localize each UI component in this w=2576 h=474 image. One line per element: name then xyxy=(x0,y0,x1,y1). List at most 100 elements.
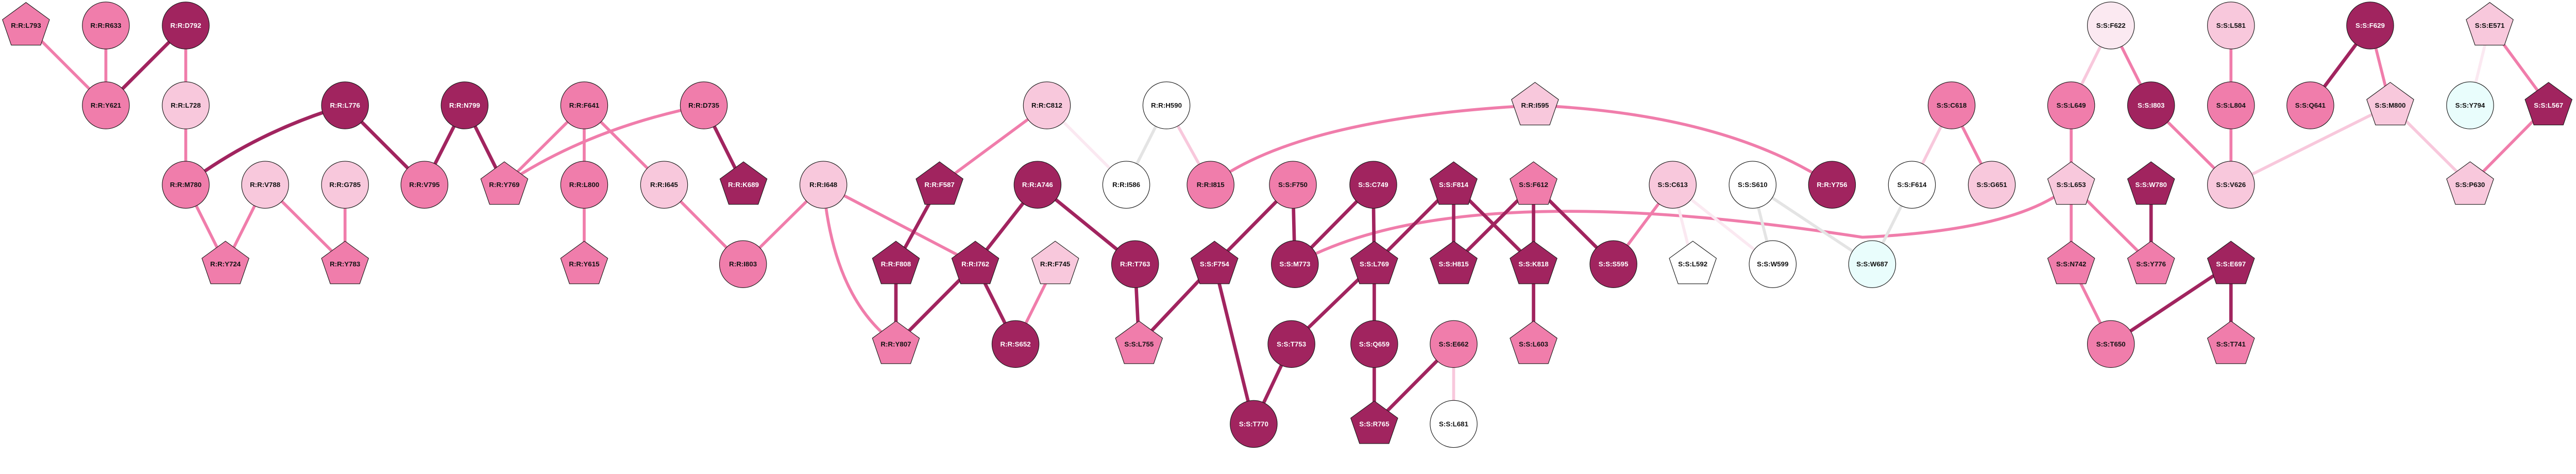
pentagon-node-shape xyxy=(1510,161,1557,205)
residue-node[interactable]: R:R:T763 xyxy=(1111,240,1159,288)
residue-node[interactable]: R:R:Y621 xyxy=(82,81,130,129)
residue-node[interactable]: S:S:L592 xyxy=(1669,241,1717,284)
pentagon-node-shape xyxy=(2446,161,2494,205)
pentagon-node-shape xyxy=(719,161,768,205)
pentagon-node-shape xyxy=(916,161,963,205)
residue-node[interactable]: R:R:L800 xyxy=(560,161,608,209)
residue-node[interactable]: R:R:I645 xyxy=(640,161,688,209)
residue-node[interactable]: S:S:E662 xyxy=(1430,320,1478,368)
circle-node-shape xyxy=(1749,240,1797,288)
residue-node[interactable]: R:R:D735 xyxy=(680,81,728,129)
residue-node[interactable]: R:R:C812 xyxy=(1023,81,1071,129)
residue-node[interactable]: S:S:T753 xyxy=(1267,320,1315,368)
residue-node[interactable]: R:R:R633 xyxy=(82,2,130,49)
residue-node[interactable]: R:R:F808 xyxy=(872,241,920,284)
residue-node[interactable]: S:S:Y794 xyxy=(2446,81,2494,129)
residue-node[interactable]: R:R:Y756 xyxy=(1808,161,1856,209)
interaction-edge xyxy=(2110,262,2232,346)
pentagon-node-shape xyxy=(2127,161,2175,205)
residue-node[interactable]: R:R:Y724 xyxy=(201,241,249,284)
residue-node[interactable]: R:R:L793 xyxy=(2,2,50,46)
circle-node-shape xyxy=(2047,81,2095,129)
circle-node-shape xyxy=(1848,240,1896,288)
residue-node[interactable]: R:R:N799 xyxy=(440,81,489,129)
interaction-edge xyxy=(822,183,976,266)
residue-node[interactable]: S:S:V626 xyxy=(2207,161,2255,209)
interaction-edge xyxy=(1752,183,1873,266)
residue-node[interactable]: S:S:L603 xyxy=(1510,320,1557,364)
residue-node[interactable]: S:S:F814 xyxy=(1430,161,1478,205)
residue-node[interactable]: R:R:I803 xyxy=(719,240,767,288)
residue-node[interactable]: S:S:L567 xyxy=(2524,82,2573,126)
residue-node[interactable]: S:S:C613 xyxy=(1649,161,1697,209)
circle-node-shape xyxy=(1013,161,1062,209)
circle-node-shape xyxy=(1808,161,1856,209)
residue-node[interactable]: S:S:C618 xyxy=(1927,81,1976,129)
residue-node[interactable]: R:R:I595 xyxy=(1511,82,1559,126)
circle-node-shape xyxy=(719,240,767,288)
residue-node[interactable]: S:S:T650 xyxy=(2087,320,2135,368)
residue-node[interactable]: S:S:Q659 xyxy=(1350,320,1398,368)
residue-node[interactable]: S:S:L681 xyxy=(1430,400,1478,448)
circle-node-shape xyxy=(1888,161,1936,209)
residue-node[interactable]: R:R:G785 xyxy=(321,161,369,209)
residue-node[interactable]: R:R:I648 xyxy=(799,161,848,209)
circle-node-shape xyxy=(241,161,289,209)
pentagon-node-shape xyxy=(1511,82,1559,126)
residue-node[interactable]: S:S:S595 xyxy=(1589,240,1637,288)
residue-node[interactable]: S:S:F612 xyxy=(1510,161,1557,205)
circle-node-shape xyxy=(1728,161,1777,209)
residue-node[interactable]: R:R:F641 xyxy=(560,81,608,129)
residue-node[interactable]: S:S:I803 xyxy=(2127,81,2175,129)
residue-node[interactable]: S:S:L653 xyxy=(2047,161,2095,205)
residue-node[interactable]: R:R:I815 xyxy=(1187,161,1234,209)
residue-node[interactable]: R:R:V795 xyxy=(400,161,449,209)
residue-node[interactable]: S:S:M800 xyxy=(2366,82,2414,126)
residue-node[interactable]: R:R:I586 xyxy=(1102,161,1150,209)
residue-node[interactable]: S:S:W599 xyxy=(1749,240,1797,288)
residue-node[interactable]: R:R:V788 xyxy=(241,161,289,209)
pentagon-node-shape xyxy=(1190,241,1239,284)
residue-node[interactable]: S:S:L581 xyxy=(2207,2,2255,49)
residue-node[interactable]: S:S:F629 xyxy=(2346,2,2394,49)
interaction-edge xyxy=(2230,104,2391,187)
residue-node[interactable]: S:S:T741 xyxy=(2207,320,2255,364)
residue-node[interactable]: S:S:G651 xyxy=(1968,161,2016,209)
residue-node[interactable]: R:R:M780 xyxy=(162,161,210,209)
circle-node-shape xyxy=(1430,400,1478,448)
circle-node-shape xyxy=(162,2,210,49)
residue-node[interactable]: R:R:H590 xyxy=(1142,81,1191,129)
residue-node[interactable]: R:R:A746 xyxy=(1013,161,1062,209)
residue-node[interactable]: R:R:F587 xyxy=(916,161,963,205)
residue-node[interactable]: S:S:W687 xyxy=(1848,240,1896,288)
residue-node[interactable]: S:S:T770 xyxy=(1230,400,1278,448)
residue-node[interactable]: R:R:L776 xyxy=(321,81,369,129)
residue-node[interactable]: S:S:F614 xyxy=(1888,161,1936,209)
residue-node[interactable]: R:R:L728 xyxy=(162,81,210,129)
pentagon-node-shape xyxy=(2207,241,2255,284)
residue-node[interactable]: S:S:E697 xyxy=(2207,241,2255,284)
circle-node-shape xyxy=(1269,161,1317,209)
residue-node[interactable]: S:S:F750 xyxy=(1269,161,1317,209)
interaction-edge xyxy=(822,184,897,346)
residue-node[interactable]: R:R:I762 xyxy=(951,241,999,284)
residue-node[interactable]: S:S:C749 xyxy=(1349,161,1397,209)
circle-node-shape xyxy=(2127,81,2175,129)
circle-node-shape xyxy=(640,161,688,209)
residue-node[interactable]: R:R:S652 xyxy=(991,320,1040,368)
residue-node[interactable]: S:S:L649 xyxy=(2047,81,2095,129)
residue-node[interactable]: S:S:Q641 xyxy=(2286,81,2334,129)
residue-node[interactable]: S:S:S610 xyxy=(1728,161,1777,209)
residue-node[interactable]: R:R:D792 xyxy=(162,2,210,49)
circle-node-shape xyxy=(1271,240,1319,288)
residue-node[interactable]: S:S:N742 xyxy=(2047,241,2095,284)
residue-node[interactable]: S:S:L804 xyxy=(2207,81,2255,129)
residue-node[interactable]: R:R:K689 xyxy=(719,161,768,205)
residue-node[interactable]: S:S:W780 xyxy=(2127,161,2175,205)
residue-node[interactable]: R:R:Y615 xyxy=(560,241,608,284)
residue-node[interactable]: S:S:E571 xyxy=(2466,2,2514,46)
residue-node[interactable]: R:R:F745 xyxy=(1031,241,1079,284)
residue-node[interactable]: S:S:M773 xyxy=(1271,240,1319,288)
circle-node-shape xyxy=(680,81,728,129)
residue-node[interactable]: S:S:F622 xyxy=(2087,2,2135,49)
